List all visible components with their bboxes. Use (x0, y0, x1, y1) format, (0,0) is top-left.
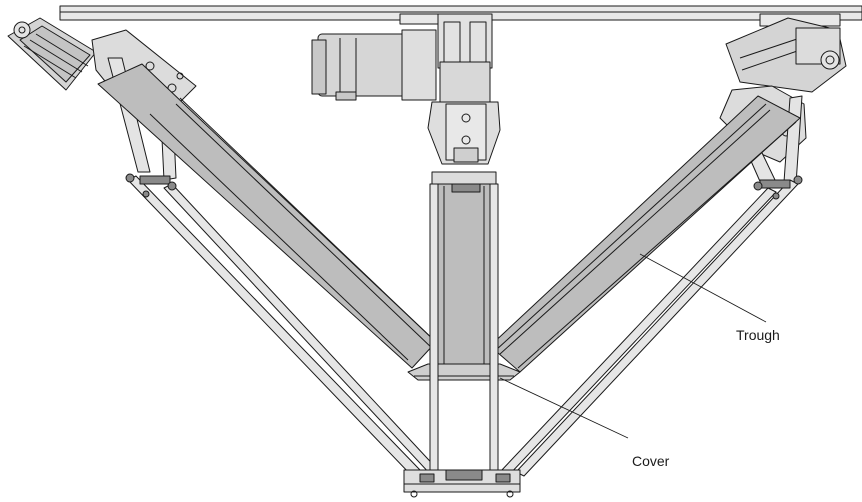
center-column (427, 13, 501, 165)
end-effector (403, 469, 521, 498)
trough-leader-line (639, 253, 767, 323)
left-motor (7, 17, 97, 91)
center-motor (311, 29, 437, 101)
base-plate (59, 5, 862, 27)
right-motor (725, 17, 847, 93)
cover-leader-line (499, 377, 629, 439)
trough-label: Trough (736, 327, 780, 343)
cover-label: Cover (632, 453, 670, 469)
center-trough (431, 171, 497, 373)
left-trough (97, 63, 439, 369)
joints (125, 173, 803, 200)
